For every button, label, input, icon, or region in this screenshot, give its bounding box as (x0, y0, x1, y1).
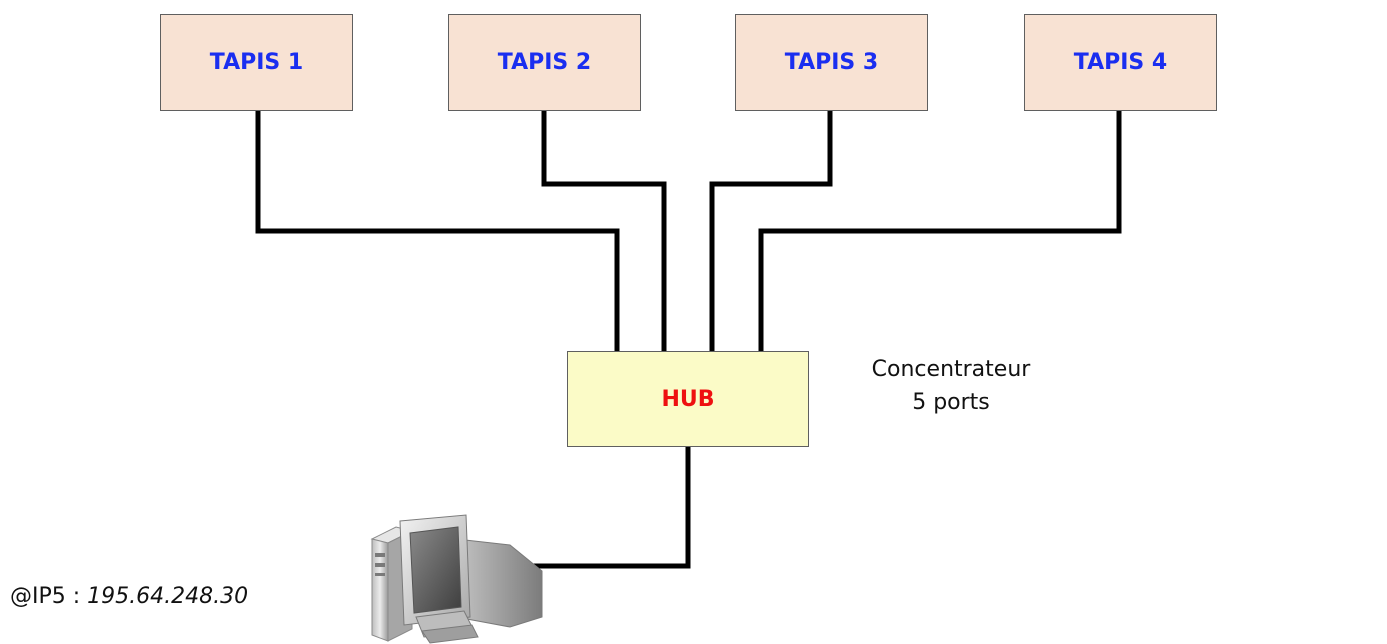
desktop-computer-icon (370, 514, 543, 644)
tapis-3-label: TAPIS 3 (784, 50, 879, 75)
hub-caption-line1: Concentrateur (871, 357, 1031, 382)
hub-caption: Concentrateur 5 ports (840, 353, 1062, 419)
cable-computer (530, 444, 691, 569)
cable-tapis-2 (541, 108, 667, 354)
cable-tapis-3 (709, 108, 833, 354)
tapis-4-label: TAPIS 4 (1073, 50, 1168, 75)
hub-label: HUB (661, 386, 715, 412)
ip-prefix: @IP5 : (10, 584, 88, 609)
cable-tapis-4 (758, 108, 1122, 354)
monitor (399, 514, 543, 644)
hub-caption-line2: 5 ports (912, 390, 990, 415)
hub-box: HUB (567, 351, 809, 447)
cable-tapis-1 (255, 108, 620, 354)
tapis-1-label: TAPIS 1 (209, 50, 304, 75)
tapis-3-box: TAPIS 3 (735, 14, 928, 111)
tapis-1-box: TAPIS 1 (160, 14, 353, 111)
tapis-4-box: TAPIS 4 (1024, 14, 1217, 111)
tapis-2-label: TAPIS 2 (497, 50, 592, 75)
computer-ip-address: @IP5 : 195.64.248.30 (10, 584, 248, 609)
tapis-2-box: TAPIS 2 (448, 14, 641, 111)
ip-value: 195.64.248.30 (87, 584, 249, 609)
